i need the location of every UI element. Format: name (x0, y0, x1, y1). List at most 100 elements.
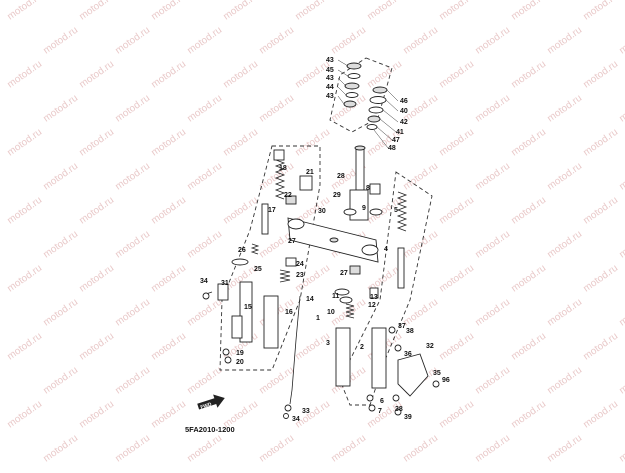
assembly-outlines (219, 57, 433, 406)
watermark-text: motod.ru (5, 263, 44, 295)
callout-16: 16 (285, 309, 293, 316)
callout-12: 12 (368, 302, 376, 309)
watermark-text: motod.ru (149, 127, 188, 159)
watermark-text: motod.ru (617, 433, 625, 465)
callout-19: 19 (236, 350, 244, 357)
watermark-text: motod.ru (185, 93, 224, 125)
watermark-text: motod.ru (5, 127, 44, 159)
watermark-text: motod.ru (545, 161, 584, 193)
watermark-text: motod.ru (77, 0, 116, 22)
watermark-text: motod.ru (617, 25, 625, 57)
callout-23: 23 (296, 272, 304, 279)
watermark-text: motod.ru (41, 297, 80, 329)
callout-29: 29 (333, 192, 341, 199)
callout-41: 41 (396, 129, 404, 136)
watermark-text: motod.ru (401, 433, 440, 465)
callout-9: 9 (362, 205, 366, 212)
watermark-text: motod.ru (41, 25, 80, 57)
watermark-text: motod.ru (437, 0, 476, 22)
watermark-text: motod.ru (581, 195, 620, 227)
watermark-text: motod.ru (617, 297, 625, 329)
watermark-text: motod.ru (77, 263, 116, 295)
callout-6: 6 (380, 398, 384, 405)
watermark-text: motod.ru (545, 93, 584, 125)
watermark-text: motod.ru (581, 127, 620, 159)
watermark-text: motod.ru (185, 161, 224, 193)
left-fork-outline (219, 145, 321, 371)
watermark-text: motod.ru (185, 25, 224, 57)
watermark-text: motod.ru (473, 161, 512, 193)
callout-34: 34 (200, 278, 208, 285)
watermark-text: motod.ru (401, 229, 440, 261)
callout-4: 4 (384, 246, 388, 253)
callout-33: 33 (302, 408, 310, 415)
callout-40: 40 (400, 108, 408, 115)
callout-15: 15 (244, 304, 252, 311)
callout-5: 5 (394, 207, 398, 214)
watermark-text: motod.ru (473, 229, 512, 261)
watermark-text: motod.ru (113, 297, 152, 329)
watermark-text: motod.ru (149, 0, 188, 22)
callout-46: 46 (400, 98, 408, 105)
diagram-code: 5FA2010-1200 (185, 425, 235, 434)
watermark-text: motod.ru (293, 127, 332, 159)
watermark-text: motod.ru (617, 365, 625, 397)
callout-1: 1 (316, 315, 320, 322)
callout-27: 27 (340, 270, 348, 277)
callout-47: 47 (392, 137, 400, 144)
watermark-text: motod.ru (41, 161, 80, 193)
watermark-text: motod.ru (149, 263, 188, 295)
watermark-text: motod.ru (509, 127, 548, 159)
watermark-text: motod.ru (257, 433, 296, 465)
watermark-text: motod.ru (5, 195, 44, 227)
watermark-text: motod.ru (473, 93, 512, 125)
watermark-text: motod.ru (257, 93, 296, 125)
watermark-text: motod.ru (581, 331, 620, 363)
watermark-text: motod.ru (221, 127, 260, 159)
watermark-text: motod.ru (329, 433, 368, 465)
callout-22: 22 (284, 192, 292, 199)
callout-11: 11 (332, 293, 340, 300)
watermark-text: motod.ru (509, 331, 548, 363)
watermark-text: motod.ru (149, 59, 188, 91)
watermark-text: motod.ru (5, 59, 44, 91)
callout-26: 26 (238, 247, 246, 254)
callout-36: 36 (404, 351, 412, 358)
watermark-text: motod.ru (473, 25, 512, 57)
watermark-text: motod.ru (185, 433, 224, 465)
watermark-text: motod.ru (113, 93, 152, 125)
callout-31: 31 (221, 280, 229, 287)
watermark-text: motod.ru (581, 399, 620, 431)
watermark-text: motod.ru (545, 229, 584, 261)
callout-17: 17 (268, 207, 276, 214)
watermark-text: motod.ru (185, 297, 224, 329)
under-bracket (287, 217, 379, 263)
watermark-text: motod.ru (545, 433, 584, 465)
callout-35: 35 (433, 370, 441, 377)
callout-3: 3 (326, 340, 330, 347)
watermark-text: motod.ru (509, 0, 548, 22)
watermark-text: motod.ru (509, 263, 548, 295)
watermark-text: motod.ru (473, 433, 512, 465)
callout-34: 34 (292, 416, 300, 423)
watermark-text: motod.ru (509, 195, 548, 227)
watermark-text: motod.ru (365, 0, 404, 22)
watermark-text: motod.ru (293, 399, 332, 431)
callout-18: 18 (279, 165, 287, 172)
watermark-text: motod.ru (293, 0, 332, 22)
watermark-text: motod.ru (437, 59, 476, 91)
callout-45: 45 (326, 67, 334, 74)
watermark-text: motod.ru (113, 161, 152, 193)
callout-43: 43 (326, 75, 334, 82)
callout-27: 27 (288, 238, 296, 245)
watermark-text: motod.ru (437, 127, 476, 159)
watermark-text: motod.ru (77, 127, 116, 159)
steering-stem (343, 145, 369, 221)
callout-13: 13 (370, 294, 378, 301)
fwd-arrow-badge: FWD (197, 394, 225, 411)
brake-hose (202, 291, 301, 419)
watermark-text: motod.ru (185, 229, 224, 261)
callout-28: 28 (337, 173, 345, 180)
watermark-text: motod.ru (149, 399, 188, 431)
